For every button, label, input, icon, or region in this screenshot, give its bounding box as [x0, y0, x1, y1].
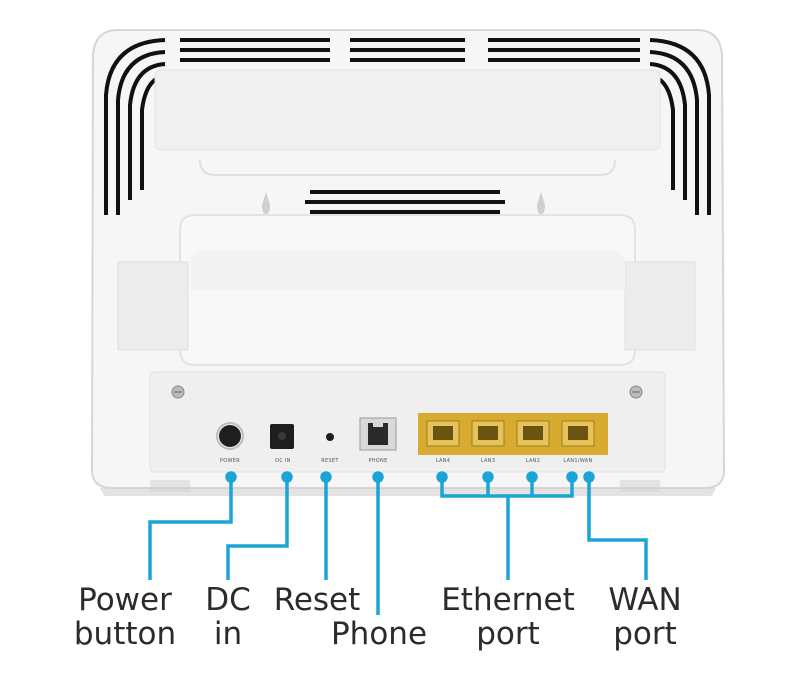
caption-ethernet-port: Ethernet port — [428, 583, 588, 651]
caption-wan-line1: WAN — [608, 582, 682, 618]
ethernet-port-icon[interactable] — [471, 420, 505, 447]
vent-slits — [104, 38, 711, 215]
phone-jack-icon[interactable] — [359, 417, 397, 451]
caption-power-line2: button — [73, 616, 177, 652]
port-label-lan2: LAN2 — [525, 458, 541, 464]
stand-recess — [117, 69, 696, 366]
callout-lines — [148, 471, 648, 615]
ethernet-ports — [418, 413, 608, 455]
port-label-lan1-wan: LAN1/WAN — [563, 458, 593, 464]
ethernet-port-icon[interactable] — [426, 420, 460, 447]
port-label-reset: RESET — [321, 458, 339, 464]
caption-dc-line2: in — [213, 616, 243, 652]
port-label-power: POWER — [219, 458, 241, 464]
port-label-phone: PHONE — [368, 458, 388, 464]
port-label-dc-in: DC IN — [275, 458, 291, 464]
dc-jack-icon[interactable] — [270, 424, 294, 449]
port-label-lan4: LAN4 — [435, 458, 451, 464]
caption-wan-line2: port — [613, 616, 677, 652]
caption-ethernet-line2: port — [476, 616, 540, 652]
caption-ethernet-line1: Ethernet — [441, 582, 575, 618]
caption-power-button: Power button — [60, 583, 190, 651]
caption-phone: Phone — [318, 617, 440, 651]
caption-dc-in: DC in — [193, 583, 263, 651]
caption-phone-line1: Phone — [330, 616, 428, 652]
caption-reset: Reset — [262, 583, 372, 617]
port-label-lan3: LAN3 — [480, 458, 496, 464]
caption-power-line1: Power — [78, 582, 172, 618]
reset-hole-icon[interactable] — [326, 433, 334, 441]
caption-wan-port: WAN port — [595, 583, 695, 651]
caption-reset-line1: Reset — [273, 582, 361, 618]
caption-dc-line1: DC — [205, 582, 251, 618]
screw-icon — [629, 385, 643, 399]
screw-icon — [171, 385, 185, 399]
ethernet-port-icon[interactable] — [516, 420, 550, 447]
power-button-icon[interactable] — [216, 422, 244, 450]
ethernet-port-icon[interactable] — [561, 420, 595, 447]
